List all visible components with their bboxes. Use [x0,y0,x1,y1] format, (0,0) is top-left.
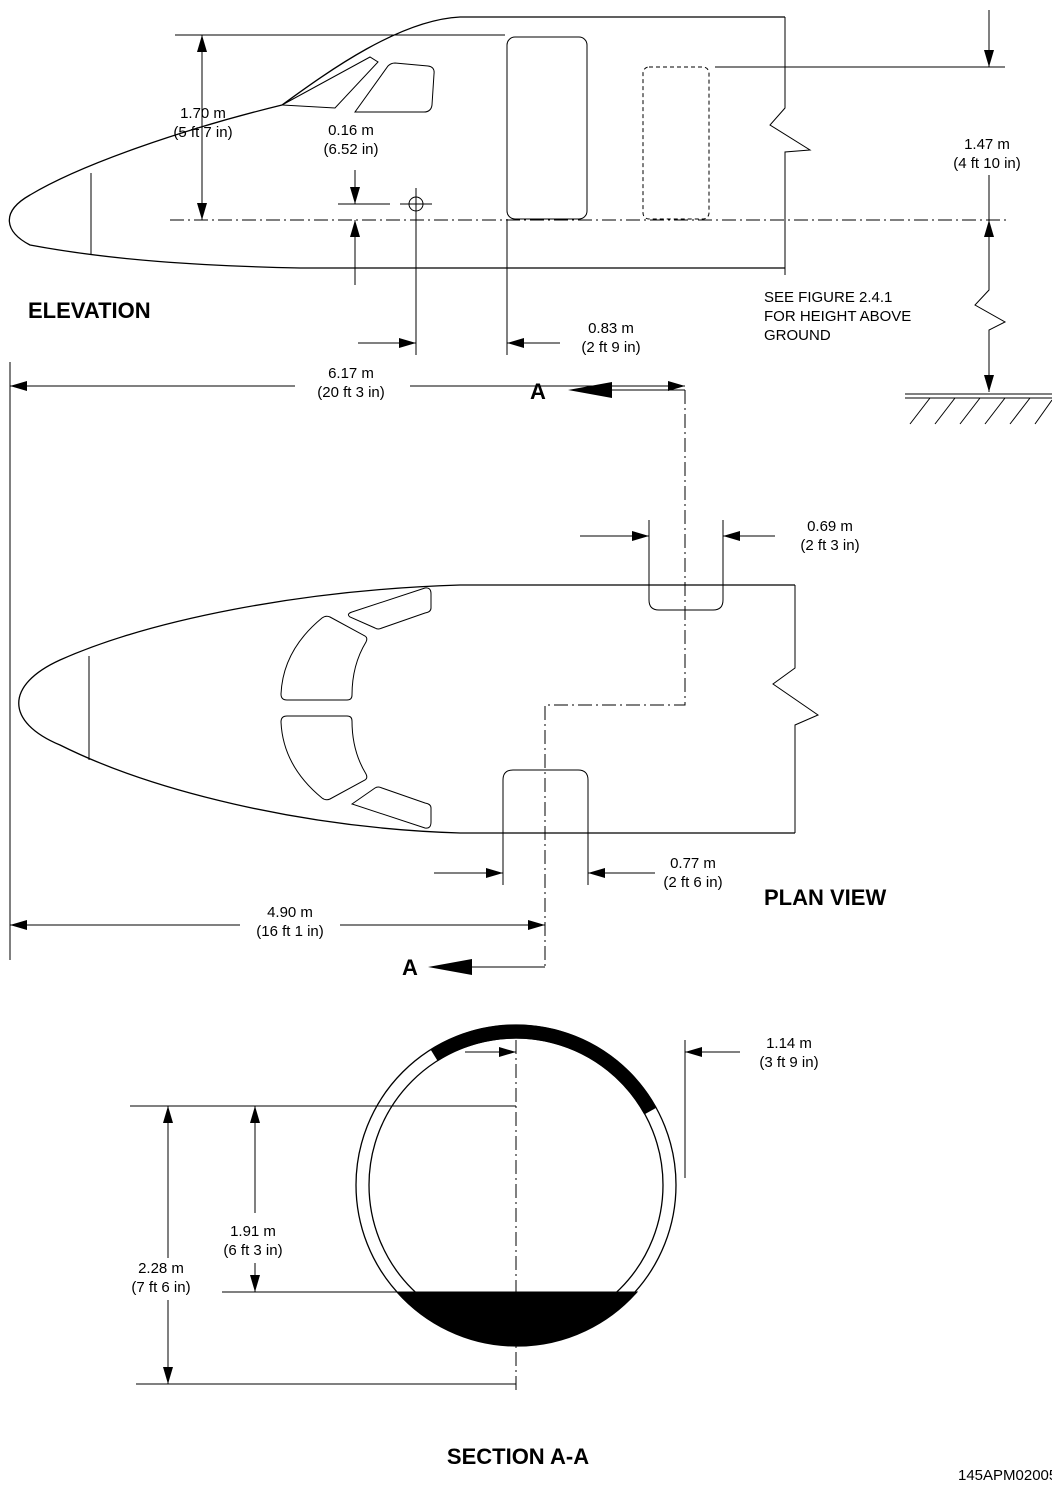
elevation-door [506,36,588,220]
section-distance-imperial: (20 ft 3 in) [317,384,385,401]
half-width-imperial: (3 ft 9 in) [759,1054,818,1071]
ground-break-line [974,220,1007,392]
elevation-hidden-door [642,66,710,220]
elevation-title: ELEVATION [28,298,151,323]
cockpit-height-metric: 1.70 m [180,105,226,122]
elevation-view: ELEVATION 1.70 m (5 ft 7 in) 0.16 m (6.5… [8,10,1052,425]
cabin-height-imperial: (6 ft 3 in) [223,1242,282,1259]
plan-break-line [772,585,820,833]
plan-lower-door [502,769,589,885]
door-height-metric: 1.47 m [964,136,1010,153]
ground-note-line-2: FOR HEIGHT ABOVE [764,308,911,325]
elevation-break-line [769,17,812,275]
plan-window-lower-1 [350,786,432,829]
ground-hatching [909,397,1052,425]
lower-door-width-imperial: (2 ft 6 in) [663,874,722,891]
upper-door-width-imperial: (2 ft 3 in) [800,537,859,554]
lower-door-distance-imperial: (16 ft 1 in) [256,923,324,940]
half-width-metric: 1.14 m [766,1035,812,1052]
cabin-height-metric: 1.91 m [230,1223,276,1240]
section-title: SECTION A-A [447,1444,589,1469]
door-offset-metric: 0.83 m [588,320,634,337]
plan-view: 6.17 m (20 ft 3 in) 0.69 m (2 ft 3 in) 0… [9,362,886,960]
section-cut-line: A A [402,379,686,980]
lower-door-distance-metric: 4.90 m [267,904,313,921]
plan-window-upper-1 [347,587,432,630]
elevation-fuselage-outline [8,16,785,269]
section-a-a: 1.14 m (3 ft 9 in) 1.91 m (6 ft 3 in) 2.… [130,1024,819,1469]
overall-height-metric: 2.28 m [138,1260,184,1277]
elevation-side-window [354,62,435,113]
plan-upper-door [648,520,724,611]
door-offset-imperial: (2 ft 9 in) [581,339,640,356]
drawing-id: 145APM020052.M [958,1467,1052,1484]
window-offset-metric: 0.16 m [328,122,374,139]
section-marker-top: A [530,379,546,404]
ground-note-line-1: SEE FIGURE 2.4.1 [764,289,892,306]
section-upper-structure [430,1024,657,1115]
cockpit-height-imperial: (5 ft 7 in) [173,124,232,141]
upper-door-width-metric: 0.69 m [807,518,853,535]
window-offset-imperial: (6.52 in) [323,141,378,158]
section-floor-structure [395,1291,639,1347]
section-marker-bottom: A [402,955,418,980]
plan-window-upper-2 [280,615,368,701]
plan-window-lower-2 [280,715,368,801]
overall-height-imperial: (7 ft 6 in) [131,1279,190,1296]
ground-note-line-3: GROUND [764,327,831,344]
lower-door-width-metric: 0.77 m [670,855,716,872]
plan-view-title: PLAN VIEW [764,885,886,910]
door-height-imperial: (4 ft 10 in) [953,155,1021,172]
section-distance-metric: 6.17 m [328,365,374,382]
elevation-windshield [280,56,379,109]
plan-fuselage-outline [18,584,795,834]
